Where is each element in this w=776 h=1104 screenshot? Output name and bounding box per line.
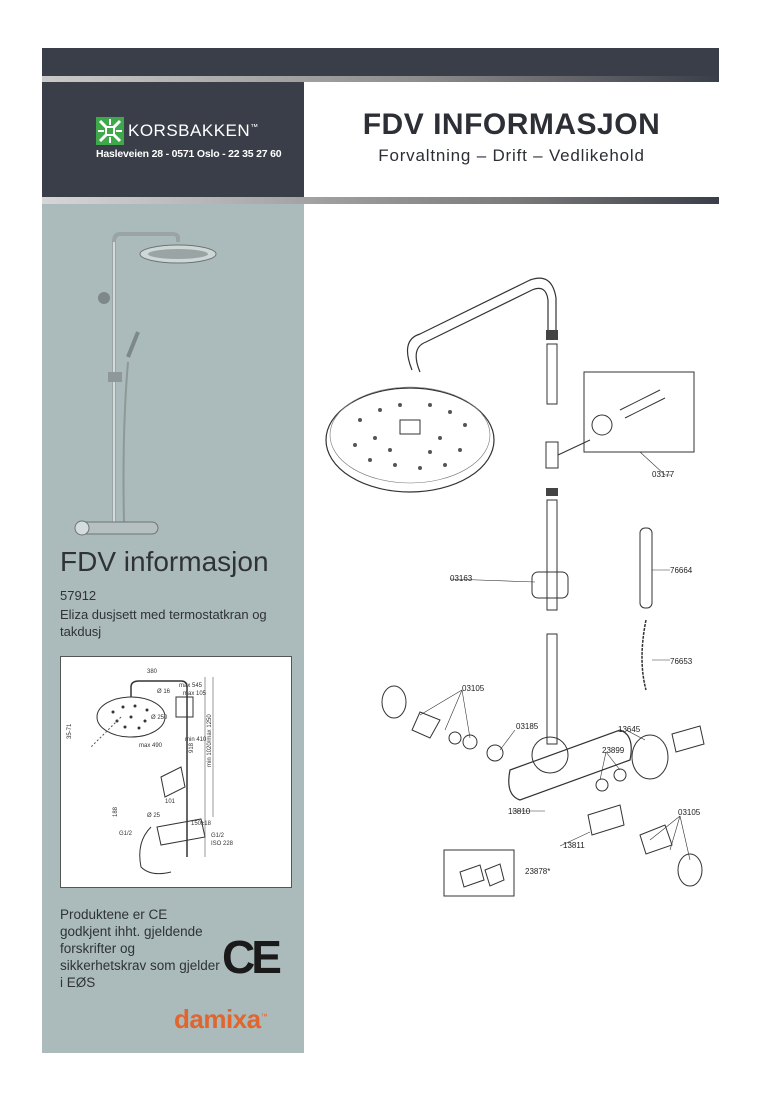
damixa-trademark: ™ (260, 1013, 268, 1021)
product-code: 57912 (60, 588, 97, 603)
korsbakken-logo: KORSBAKKEN™ (96, 115, 296, 147)
damixa-logo: damixa™ (174, 1004, 268, 1035)
product-description: Eliza dusjsett med termostatkran og takd… (60, 607, 267, 639)
part-13645: 13645 (618, 725, 641, 734)
brand-trademark: ™ (250, 122, 259, 132)
page-subtitle: Forvaltning – Drift – Vedlikehold (378, 146, 645, 165)
dim-max-490: max 490 (139, 743, 163, 749)
top-gradient-line (42, 76, 719, 82)
dim-380: 380 (147, 669, 158, 675)
dim-918: 918 (189, 742, 195, 753)
part-13811: 13811 (563, 841, 585, 850)
dim-101: 101 (165, 799, 176, 805)
part-03177: 03177 (652, 470, 675, 479)
dim-150: 150±18 (191, 821, 212, 827)
dim-min-max-height: min 1020/max 1250 (207, 714, 213, 767)
part-23878: 23878* (525, 867, 551, 876)
part-76664: 76664 (670, 566, 693, 575)
part-03105-right: 03105 (678, 808, 701, 817)
part-03163: 03163 (450, 574, 473, 583)
dim-35-71: 35-71 (67, 723, 73, 739)
part-03185: 03185 (516, 722, 539, 731)
sidebar-title: FDV informasjon (60, 546, 269, 577)
brand-address: Hasleveien 28 - 0571 Oslo - 22 35 27 60 (96, 148, 282, 160)
dim-o16: Ø 16 (157, 689, 171, 695)
dim-g12-right: G1/2 (211, 833, 225, 839)
part-13810: 13810 (508, 807, 531, 816)
exploded-parts-drawing (320, 260, 720, 914)
top-dark-band (42, 48, 719, 76)
logo-panel (42, 82, 304, 197)
brand-name: KORSBAKKEN (128, 121, 251, 140)
part-23899: 23899 (602, 746, 625, 755)
page-title: FDV INFORMASJON (362, 108, 661, 141)
product-photo (72, 232, 252, 546)
header-gradient-line (42, 197, 719, 204)
ce-approval-text: Produktene er CE godkjent ihht. gjeldend… (60, 907, 220, 990)
dim-188: 188 (113, 806, 119, 817)
dim-o250: Ø 250 (151, 715, 168, 721)
dim-o25: Ø 25 (147, 813, 161, 819)
korsbakken-mark-icon (96, 117, 124, 145)
dim-iso228: ISO 228 (211, 841, 234, 847)
sidebar (42, 204, 304, 1053)
dim-g12-left: G1/2 (119, 831, 133, 837)
part-03105-left: 03105 (462, 684, 485, 693)
dim-max-105: max 105 (183, 691, 207, 697)
damixa-name: damixa (174, 1004, 261, 1034)
dim-min-410: min 410 (185, 737, 207, 743)
ce-mark-icon: CE (222, 931, 282, 983)
dim-max-545: max 545 (179, 683, 203, 689)
part-76653: 76653 (670, 657, 693, 666)
header-title-panel (304, 82, 719, 197)
dimension-drawing: 380 max 545 max 105 Ø 16 Ø 250 35-71 max… (60, 656, 292, 888)
